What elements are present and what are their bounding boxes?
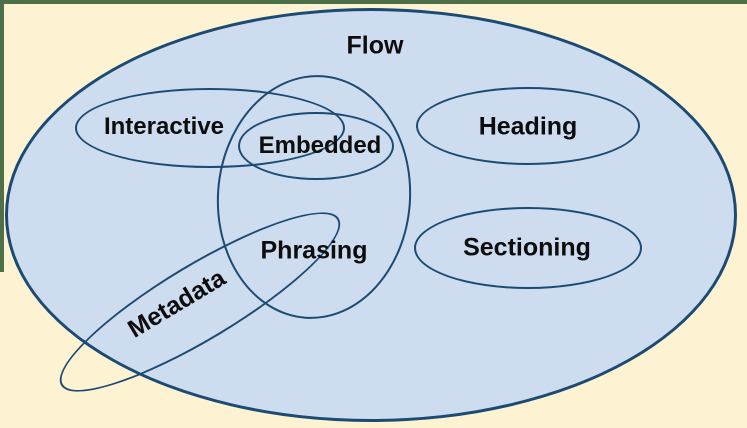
frame-top-line [0,0,747,4]
heading-set-ellipse [416,87,640,165]
flow-set-ellipse [5,8,737,422]
frame-left-line [0,0,4,272]
interactive-set-label: Interactive [103,113,225,140]
embedded-set-label: Embedded [258,132,382,159]
sectioning-set-ellipse [414,207,642,289]
sectioning-set-label: Sectioning [463,233,591,262]
heading-set-label: Heading [478,112,578,141]
flow-set-label: Flow [346,31,404,60]
embedded-set-ellipse [238,112,394,180]
phrasing-set-label: Phrasing [260,236,368,265]
